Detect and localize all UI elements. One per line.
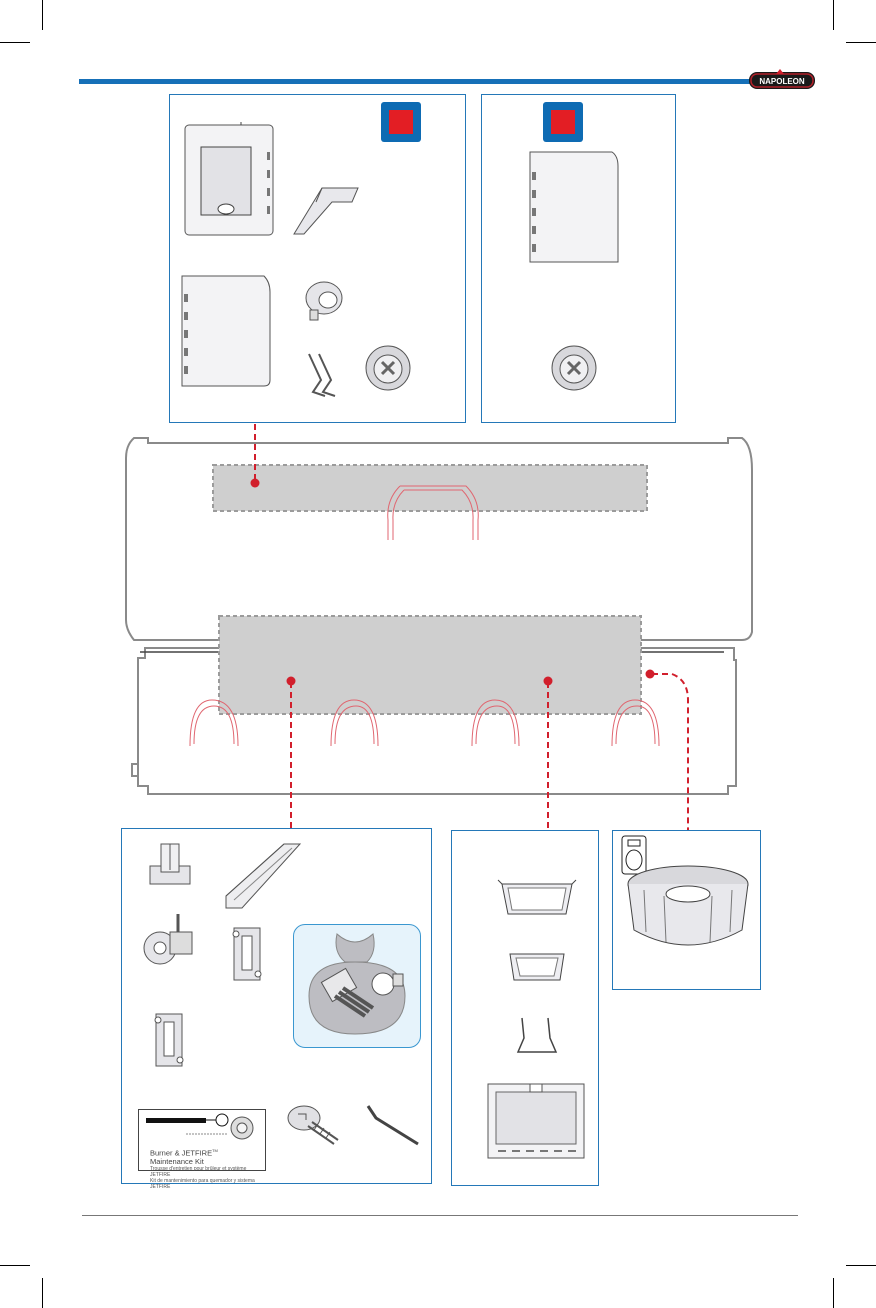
kit-line-fr: Trousse d'entretien pour brûleur et syst… [150, 1166, 262, 1178]
bolt-icon [284, 1100, 344, 1152]
side-burner-ring-icon [624, 860, 752, 956]
kit-line-es: Kit de mantenimiento para quemador y sis… [150, 1178, 262, 1190]
allen-key-icon [362, 1104, 422, 1148]
wire-hanger-icon [512, 1016, 562, 1056]
drip-pan-icon [496, 878, 578, 920]
heat-shield-icon [222, 840, 304, 912]
valve-icon [140, 912, 196, 968]
maintenance-kit-icon [142, 1112, 262, 1144]
kit-title: Burner & JETFIRETM Maintenance Kit [150, 1147, 262, 1166]
maintenance-kit-text: Burner & JETFIRETM Maintenance Kit Trous… [150, 1147, 262, 1190]
bracket-icon [145, 840, 195, 888]
drawer-icon [486, 1080, 586, 1160]
footer-rule [82, 1215, 798, 1216]
ignition-module-icon [228, 924, 268, 984]
grease-tray-icon [506, 950, 568, 984]
burner-tube-detail-icon [295, 926, 417, 1044]
ignition-module-icon [150, 1010, 190, 1070]
